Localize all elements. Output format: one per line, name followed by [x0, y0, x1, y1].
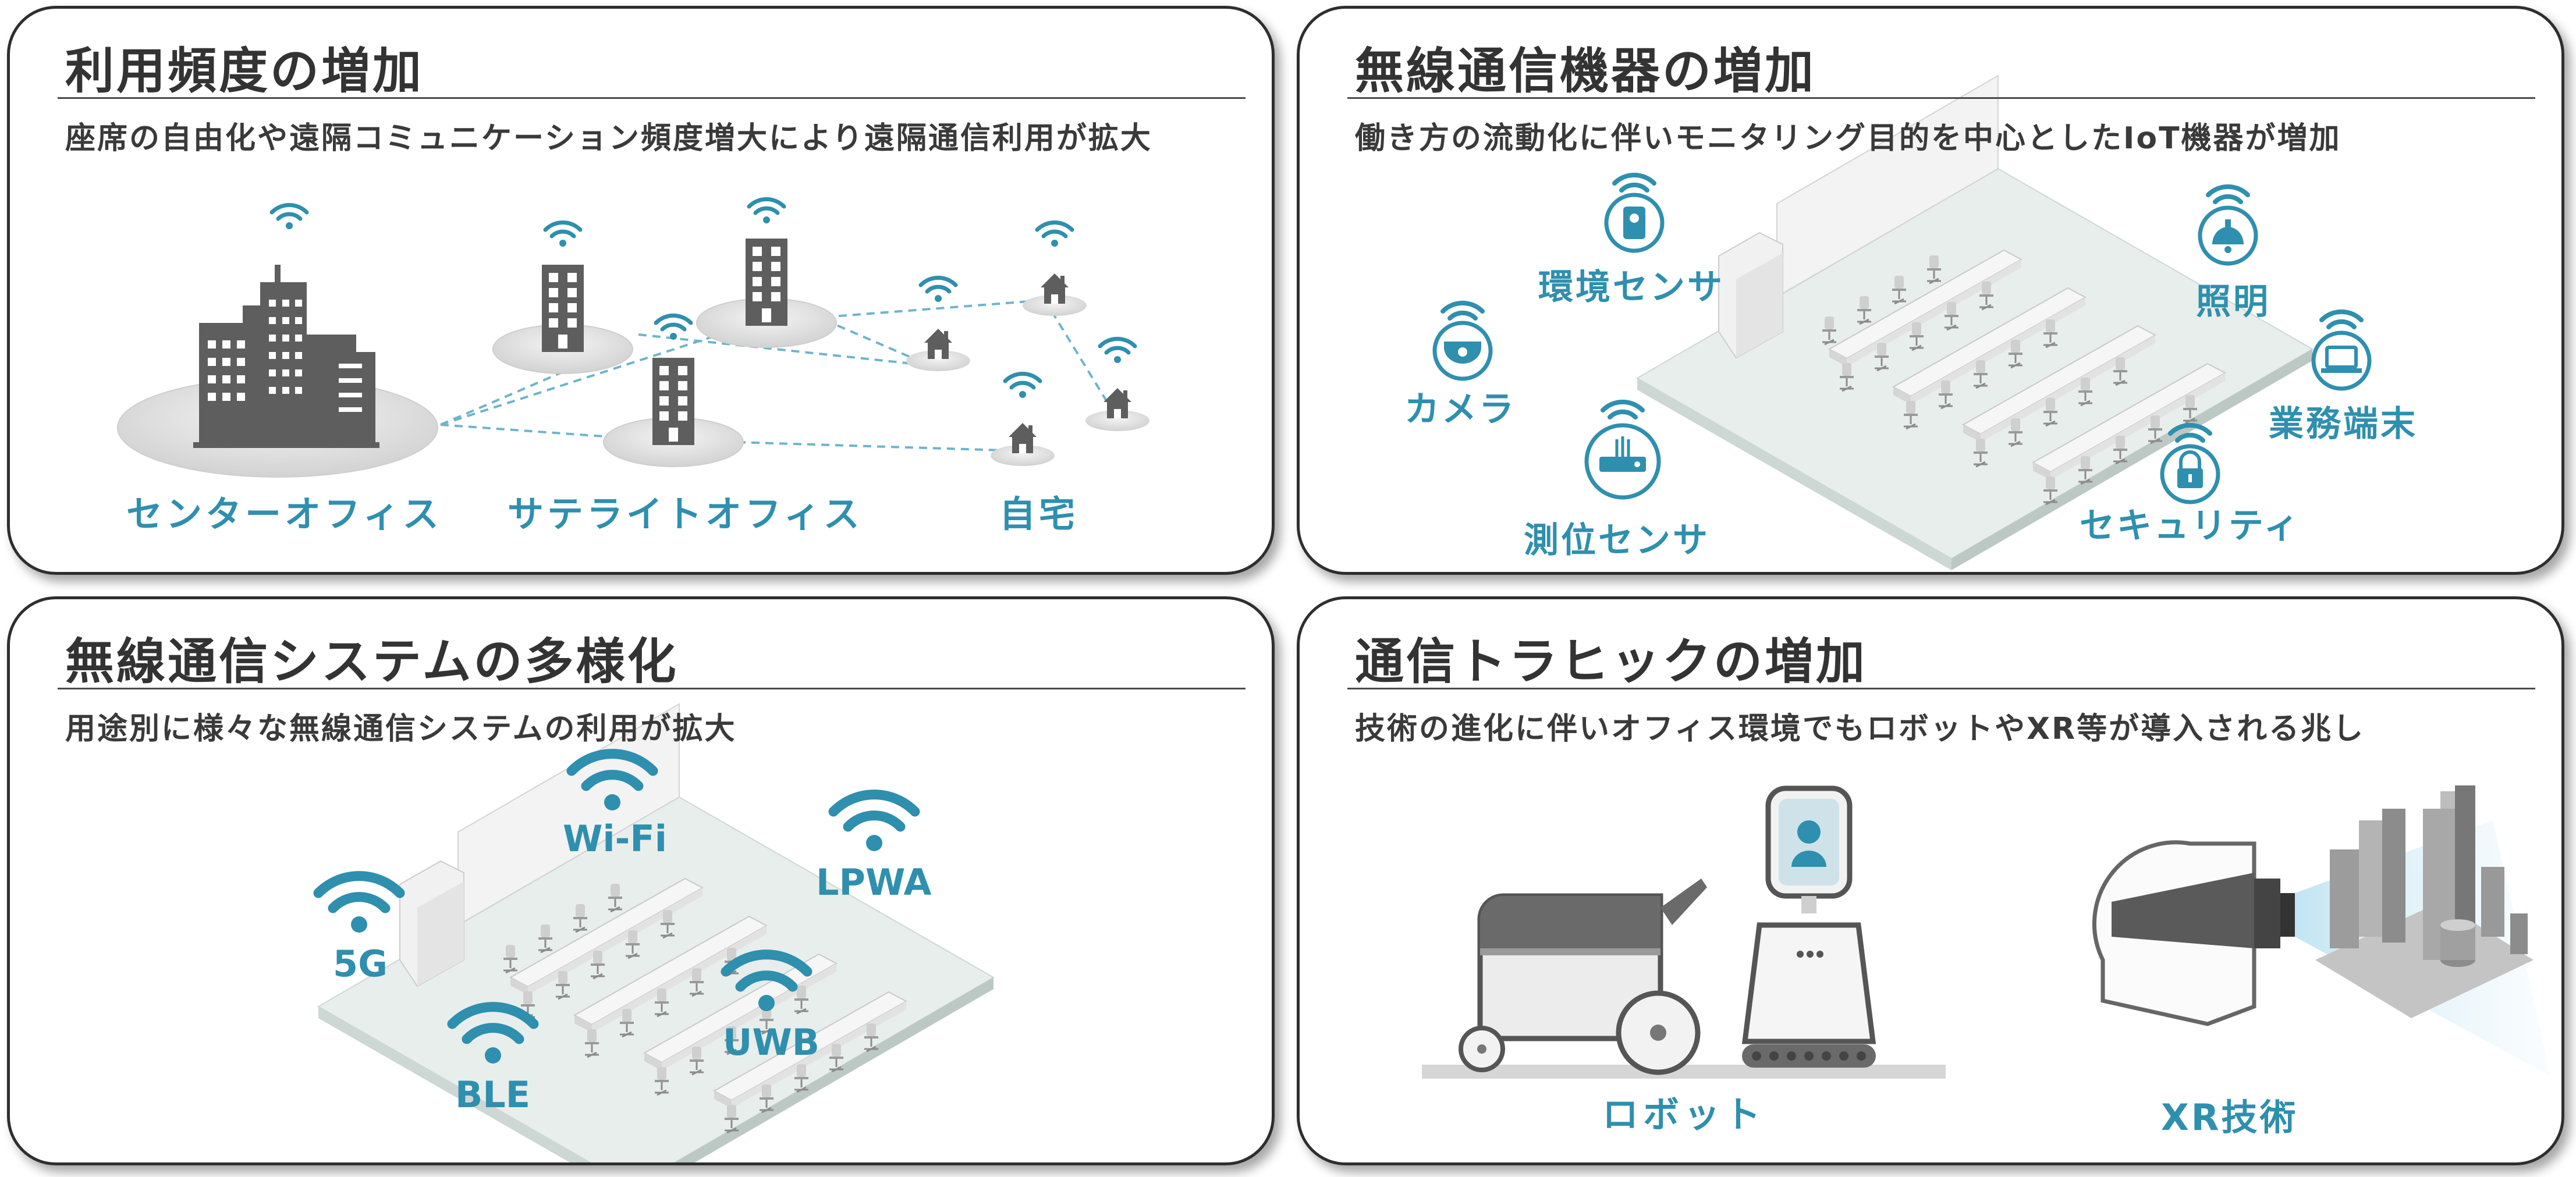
panel-title: 無線通信機器の増加 — [1355, 42, 1816, 99]
label-lpwa: LPWA — [816, 861, 932, 904]
panel-subtitle: 働き方の流動化に伴いモニタリング目的を中心としたIoT機器が増加 — [1355, 121, 2341, 156]
home-4 — [1085, 339, 1149, 431]
satellite-office-2 — [696, 199, 837, 348]
panel-subtitle: 技術の進化に伴いオフィス環境でもロボットやXR等が導入される兆し — [1355, 712, 2365, 746]
label-terminal: 業務端末 — [2269, 404, 2418, 445]
virtual-city-illustration — [2315, 785, 2534, 1018]
5g-signal-icon — [318, 876, 400, 933]
office-network-illustration — [117, 9, 1149, 478]
panel-title: 利用頻度の増加 — [65, 42, 424, 99]
label-wifi: Wi-Fi — [563, 817, 667, 860]
env-sensor-icon — [1604, 175, 1665, 253]
lighting-icon — [2198, 187, 2258, 266]
label-satellite-office: サテライトオフィス — [508, 493, 863, 535]
camera-icon — [1432, 303, 1493, 381]
security-icon — [2160, 425, 2220, 504]
positioning-sensor-icon — [1584, 402, 1661, 500]
label-ble: BLE — [455, 1073, 531, 1116]
panel-device-increase: 無線通信機器の増加 働き方の流動化に伴いモニタリング目的を中心としたIoT機器が… — [1297, 6, 2564, 575]
panel-traffic-increase: 通信トラヒックの増加 技術の進化に伴いオフィス環境でもロボットやXR等が導入され… — [1297, 596, 2564, 1165]
panel-wireless-diversity: 無線通信システムの多様化 用途別に様々な無線通信システムの利用が拡大 Wi-Fi… — [7, 596, 1275, 1165]
home-3 — [991, 374, 1055, 466]
robot-illustration — [1422, 785, 1946, 1079]
home-2 — [1023, 222, 1087, 316]
label-security: セキュリティ — [2080, 506, 2301, 546]
label-robot: ロボット — [1602, 1093, 1766, 1136]
label-xr: XR技術 — [2161, 1096, 2298, 1139]
panel-subtitle: 座席の自由化や遠隔コミュニケーション頻度増大により遠隔通信利用が拡大 — [65, 121, 1152, 156]
panel-title: 通信トラヒックの増加 — [1355, 633, 1868, 690]
label-uwb: UWB — [723, 1021, 819, 1064]
panel-title: 無線通信システムの多様化 — [65, 633, 679, 690]
label-camera: カメラ — [1404, 389, 1516, 430]
office-iot-illustration — [1432, 9, 2372, 572]
satellite-office-1 — [492, 222, 633, 374]
terminal-icon — [2311, 312, 2372, 391]
panel-subtitle: 用途別に様々な無線通信システムの利用が拡大 — [65, 712, 737, 746]
center-office-building — [117, 205, 438, 478]
label-5g: 5G — [333, 943, 388, 985]
lpwa-signal-icon — [833, 795, 915, 851]
label-center-office: センターオフィス — [126, 493, 442, 535]
title-divider — [58, 688, 1246, 689]
title-divider — [1347, 97, 2535, 99]
satellite-office-3 — [603, 315, 744, 467]
home-1 — [906, 278, 970, 371]
title-divider — [58, 97, 1246, 99]
robot-xr-illustration — [1422, 785, 2551, 1079]
label-home: 自宅 — [999, 493, 1079, 535]
label-lighting: 照明 — [2196, 282, 2270, 322]
title-divider — [1347, 688, 2535, 689]
label-env-sensor: 環境センサ — [1538, 267, 1725, 308]
label-positioning-sensor: 測位センサ — [1524, 520, 1710, 561]
panel-usage-frequency: 利用頻度の増加 座席の自由化や遠隔コミュニケーション頻度増大により遠隔通信利用が… — [7, 6, 1275, 575]
